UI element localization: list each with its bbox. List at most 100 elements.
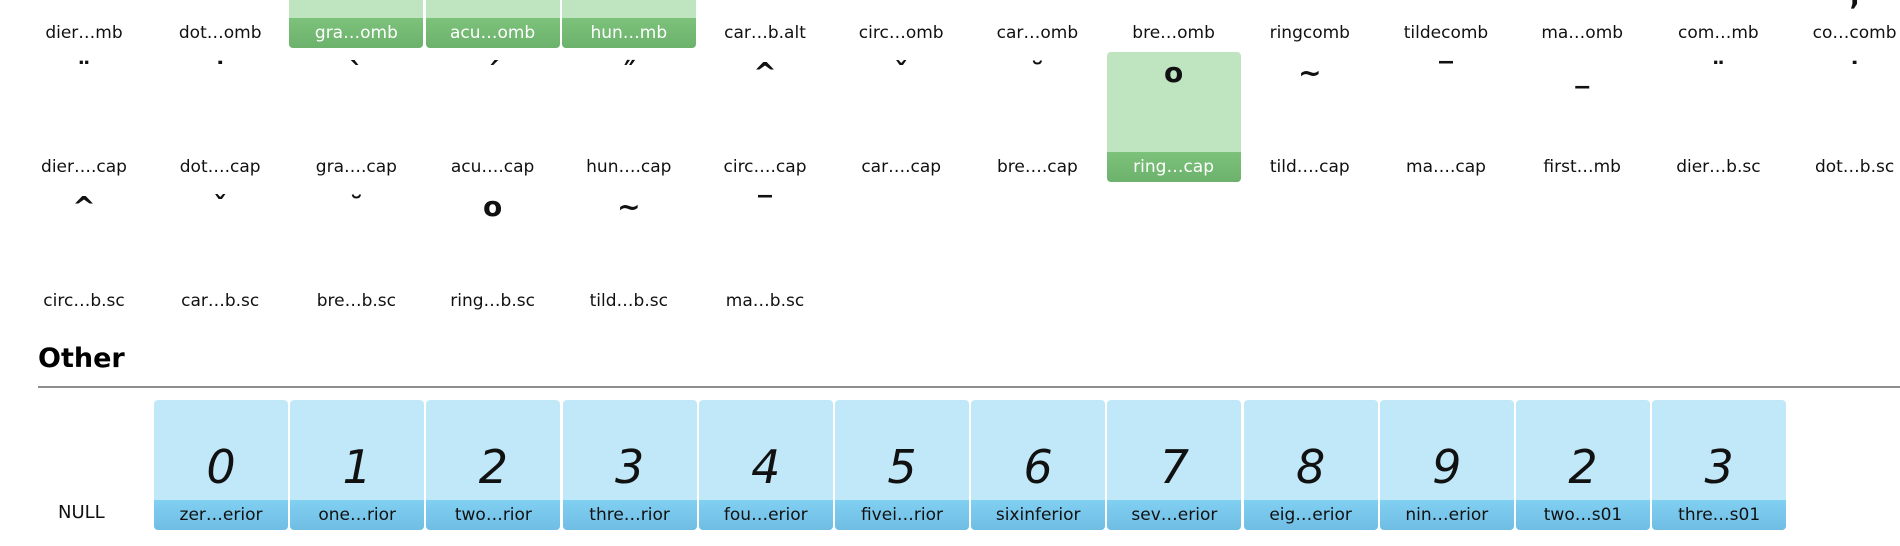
glyph-cell[interactable]: o ring…cap [1106, 52, 1241, 182]
glyph-cell[interactable]: _ first…mb [1515, 52, 1649, 182]
glyph-name: hun….cap [586, 157, 672, 177]
glyph-cell[interactable]: ‾ ma….cap [1379, 52, 1513, 182]
glyph-preview: 8 [1295, 440, 1326, 494]
glyph-preview: 2 [478, 440, 509, 494]
glyph-name: acu…omb [425, 18, 560, 48]
glyph-cell[interactable]: acu…omb [425, 0, 560, 48]
glyph-name: ma….cap [1406, 157, 1486, 177]
glyph-name: dot…omb [178, 23, 262, 43]
glyph-cell[interactable]: ¨dier….cap [17, 52, 151, 182]
glyph-name: ma…omb [1541, 23, 1624, 43]
glyph-cell[interactable]: ˘bre….cap [970, 52, 1104, 182]
glyph-name: ring…b.sc [450, 291, 535, 311]
glyph-cell[interactable]: ~ tild…b.sc [562, 186, 696, 316]
glyph-name: car…b.alt [724, 23, 806, 43]
glyph-cell[interactable]: ’co…comb [1788, 0, 1900, 48]
glyph-name: circ….cap [723, 157, 807, 177]
glyph-cell[interactable]: 8 eig…erior [1243, 400, 1378, 530]
glyph-cell[interactable]: ‾ ma…b.sc [698, 186, 832, 316]
glyph-name: zer…erior [154, 500, 288, 530]
glyph-cell[interactable]: bre…omb [1107, 0, 1241, 48]
glyph-preview: ’ [1849, 0, 1860, 27]
glyph-name: dier…b.sc [1676, 157, 1761, 177]
glyph-preview: ˘ [349, 190, 364, 223]
glyph-cell[interactable]: ^circ…b.sc [17, 186, 151, 316]
glyph-preview: ‾ [1439, 56, 1453, 89]
glyph-name: thre…rior [562, 500, 697, 530]
glyph-name: fou…erior [698, 500, 833, 530]
glyph-preview: 9 [1432, 440, 1462, 494]
glyph-preview: 0 [206, 440, 236, 494]
glyph-cell[interactable]: car…b.alt [698, 0, 832, 48]
glyph-preview: o [1163, 56, 1184, 89]
glyph-name: circ…omb [858, 23, 944, 43]
glyph-preview: ~ [1298, 56, 1322, 89]
glyph-name: car…omb [996, 23, 1079, 43]
glyph-name: hun…mb [561, 18, 696, 48]
glyph-cell[interactable]: dot…omb [153, 0, 287, 48]
glyph-name: bre….cap [996, 157, 1078, 177]
glyph-preview: ~ [617, 190, 641, 223]
glyph-cell[interactable]: ^ circ….cap [698, 52, 832, 182]
glyph-name: tild…b.sc [589, 291, 668, 311]
glyph-cell[interactable]: hun…mb [561, 0, 696, 48]
glyph-name: co…comb [1812, 23, 1897, 43]
glyph-preview: ^ [753, 56, 777, 89]
glyph-cell[interactable]: ma…omb [1515, 0, 1649, 48]
glyph-cell[interactable]: 7 sev…erior [1107, 400, 1242, 530]
glyph-cell[interactable]: tildecomb [1379, 0, 1513, 48]
glyph-cell[interactable]: gra…omb [289, 0, 424, 48]
glyph-cell[interactable]: car…omb [970, 0, 1104, 48]
glyph-name: ring…cap [1106, 152, 1241, 182]
glyph-name: one…rior [290, 500, 425, 530]
glyph-cell[interactable]: ˘bre…b.sc [289, 186, 423, 316]
glyph-name: tild….cap [1269, 157, 1350, 177]
glyph-cell[interactable]: ˙dot….cap [153, 52, 287, 182]
glyph-cell[interactable]: ˊ acu….cap [426, 52, 560, 182]
glyph-name: eig…erior [1243, 500, 1378, 530]
glyph-name: ma…b.sc [725, 291, 805, 311]
glyph-name: gra….cap [315, 157, 397, 177]
glyph-preview: ¨ [1711, 56, 1726, 89]
glyph-name: thre…s01 [1652, 500, 1787, 530]
glyph-name: nin…erior [1379, 500, 1514, 530]
glyph-cell[interactable]: ˝hun….cap [562, 52, 696, 182]
glyph-preview: ˙ [213, 56, 228, 89]
glyph-preview: ˇ [894, 56, 909, 89]
glyph-preview: ¨ [77, 56, 91, 89]
glyph-preview: _ [1575, 56, 1590, 89]
glyph-name: acu….cap [450, 157, 535, 177]
glyph-cell[interactable]: ¨ dier…b.sc [1651, 52, 1785, 182]
glyph-name: bre…omb [1132, 23, 1215, 43]
glyph-preview: 1 [342, 440, 372, 494]
glyph-cell[interactable]: ˙dot…b.sc [1788, 52, 1900, 182]
glyph-preview: 7 [1159, 440, 1190, 494]
glyph-cell[interactable]: ringcomb [1243, 0, 1377, 48]
glyph-cell[interactable]: 1 one…rior [290, 400, 425, 530]
glyph-preview: ‾ [758, 190, 772, 223]
glyph-preview: ˊ [485, 56, 500, 89]
glyph-name: first…mb [1543, 157, 1621, 177]
glyph-cell[interactable]: circ…omb [834, 0, 968, 48]
glyph-name: sev…erior [1107, 500, 1242, 530]
glyph-cell[interactable]: ~ tild….cap [1243, 52, 1377, 182]
glyph-cell[interactable]: 9 nin…erior [1379, 400, 1514, 530]
glyph-name: fivei…rior [835, 500, 969, 530]
glyph-cell[interactable]: dier…mb [17, 0, 151, 48]
glyph-cell[interactable]: com…mb [1651, 0, 1785, 48]
glyph-cell[interactable]: 0 zer…erior [154, 400, 288, 530]
glyph-name: com…mb [1678, 23, 1759, 43]
glyph-name: ringcomb [1269, 23, 1350, 43]
glyph-preview: ˙ [1847, 56, 1862, 89]
